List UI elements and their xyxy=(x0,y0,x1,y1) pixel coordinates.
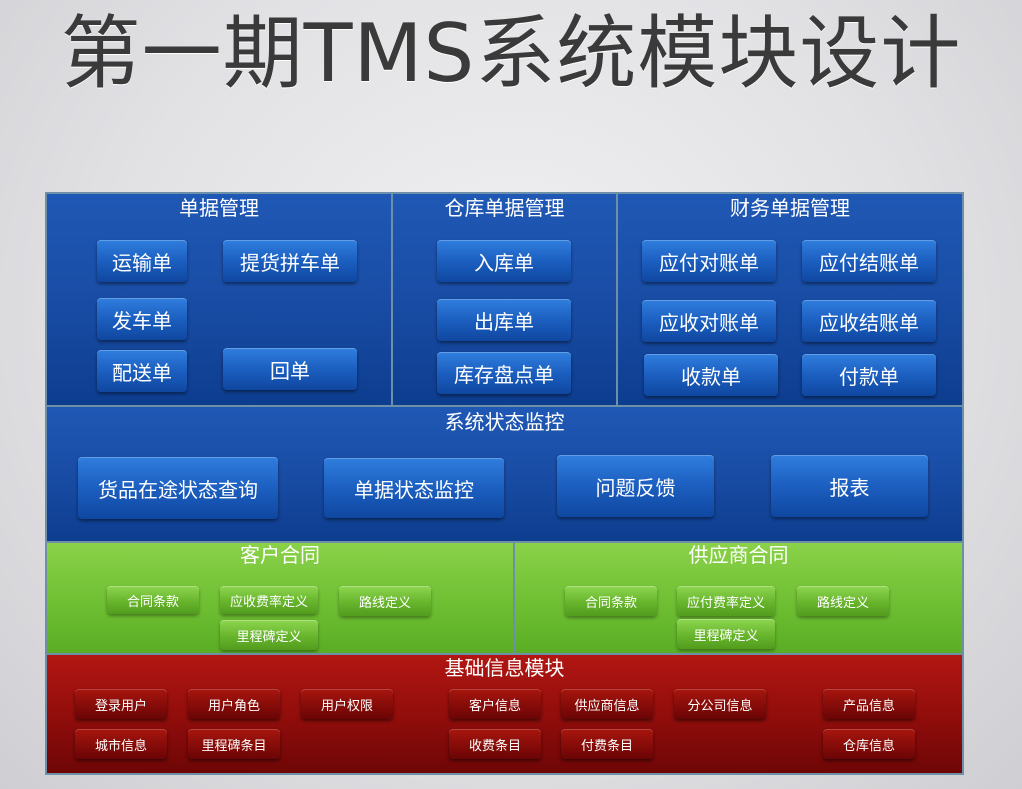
customer-contract-section-title: 客户合同 xyxy=(240,543,320,567)
receivable-settlement-button[interactable]: 应收结账单 xyxy=(802,300,936,342)
finance-section: 财务单据管理 应付对账单 应付结账单 应收对账单 应收结账单 收款单 付款单 xyxy=(616,192,964,407)
warehouse-info-button[interactable]: 仓库信息 xyxy=(823,729,915,759)
city-info-button[interactable]: 城市信息 xyxy=(75,729,167,759)
customer-contract-terms-button[interactable]: 合同条款 xyxy=(107,586,199,614)
payment-order-button[interactable]: 付款单 xyxy=(802,354,936,396)
supplier-contract-section-title: 供应商合同 xyxy=(688,543,789,567)
pickup-carpool-order-button[interactable]: 提货拼车单 xyxy=(223,240,357,282)
base-info-section-title: 基础信息模块 xyxy=(444,656,565,680)
inventory-count-order-button[interactable]: 库存盘点单 xyxy=(437,352,571,394)
customer-info-button[interactable]: 客户信息 xyxy=(449,689,541,719)
supplier-route-definition-button[interactable]: 路线定义 xyxy=(797,586,889,616)
base-info-section: 基础信息模块 登录用户 用户角色 用户权限 客户信息 供应商信息 分公司信息 产… xyxy=(45,653,964,775)
branch-info-button[interactable]: 分公司信息 xyxy=(674,689,766,719)
receipt-order-button[interactable]: 回单 xyxy=(223,348,357,390)
outbound-order-button[interactable]: 出库单 xyxy=(437,299,571,341)
document-status-monitor-button[interactable]: 单据状态监控 xyxy=(324,458,504,518)
login-user-button[interactable]: 登录用户 xyxy=(75,689,167,719)
customer-milestone-definition-button[interactable]: 里程碑定义 xyxy=(220,620,318,650)
inbound-order-button[interactable]: 入库单 xyxy=(437,240,571,282)
collection-order-button[interactable]: 收款单 xyxy=(644,354,778,396)
goods-in-transit-query-button[interactable]: 货品在途状态查询 xyxy=(78,457,278,519)
payable-settlement-button[interactable]: 应付结账单 xyxy=(802,240,936,282)
milestone-item-button[interactable]: 里程碑条目 xyxy=(188,729,280,759)
documents-section-title: 单据管理 xyxy=(179,196,259,220)
supplier-info-button[interactable]: 供应商信息 xyxy=(561,689,653,719)
transport-order-button[interactable]: 运输单 xyxy=(97,240,187,282)
issue-feedback-button[interactable]: 问题反馈 xyxy=(557,455,714,517)
documents-section: 单据管理 运输单 提货拼车单 发车单 配送单 回单 xyxy=(45,192,393,407)
customer-contract-section: 客户合同 合同条款 应收费率定义 路线定义 里程碑定义 xyxy=(45,541,515,655)
monitor-section-title: 系统状态监控 xyxy=(444,410,565,434)
customer-route-definition-button[interactable]: 路线定义 xyxy=(339,586,431,616)
payable-rate-definition-button[interactable]: 应付费率定义 xyxy=(677,586,775,616)
supplier-milestone-definition-button[interactable]: 里程碑定义 xyxy=(677,619,775,649)
receivable-rate-definition-button[interactable]: 应收费率定义 xyxy=(220,586,318,614)
finance-section-title: 财务单据管理 xyxy=(730,196,850,220)
payable-reconciliation-button[interactable]: 应付对账单 xyxy=(642,240,776,282)
dispatch-order-button[interactable]: 发车单 xyxy=(97,298,187,340)
monitor-section: 系统状态监控 货品在途状态查询 单据状态监控 问题反馈 报表 xyxy=(45,405,964,543)
supplier-contract-section: 供应商合同 合同条款 应付费率定义 路线定义 里程碑定义 xyxy=(513,541,964,655)
supplier-contract-terms-button[interactable]: 合同条款 xyxy=(565,586,657,616)
page-title: 第一期TMS系统模块设计 xyxy=(60,7,962,100)
user-role-button[interactable]: 用户角色 xyxy=(188,689,280,719)
warehouse-section: 仓库单据管理 入库单 出库单 库存盘点单 xyxy=(391,192,618,407)
charge-item-button[interactable]: 收费条目 xyxy=(449,729,541,759)
delivery-order-button[interactable]: 配送单 xyxy=(97,350,187,392)
user-permission-button[interactable]: 用户权限 xyxy=(301,689,393,719)
report-button[interactable]: 报表 xyxy=(771,455,928,517)
warehouse-section-title: 仓库单据管理 xyxy=(444,196,565,220)
receivable-reconciliation-button[interactable]: 应收对账单 xyxy=(642,300,776,342)
payment-item-button[interactable]: 付费条目 xyxy=(561,729,653,759)
product-info-button[interactable]: 产品信息 xyxy=(823,689,915,719)
